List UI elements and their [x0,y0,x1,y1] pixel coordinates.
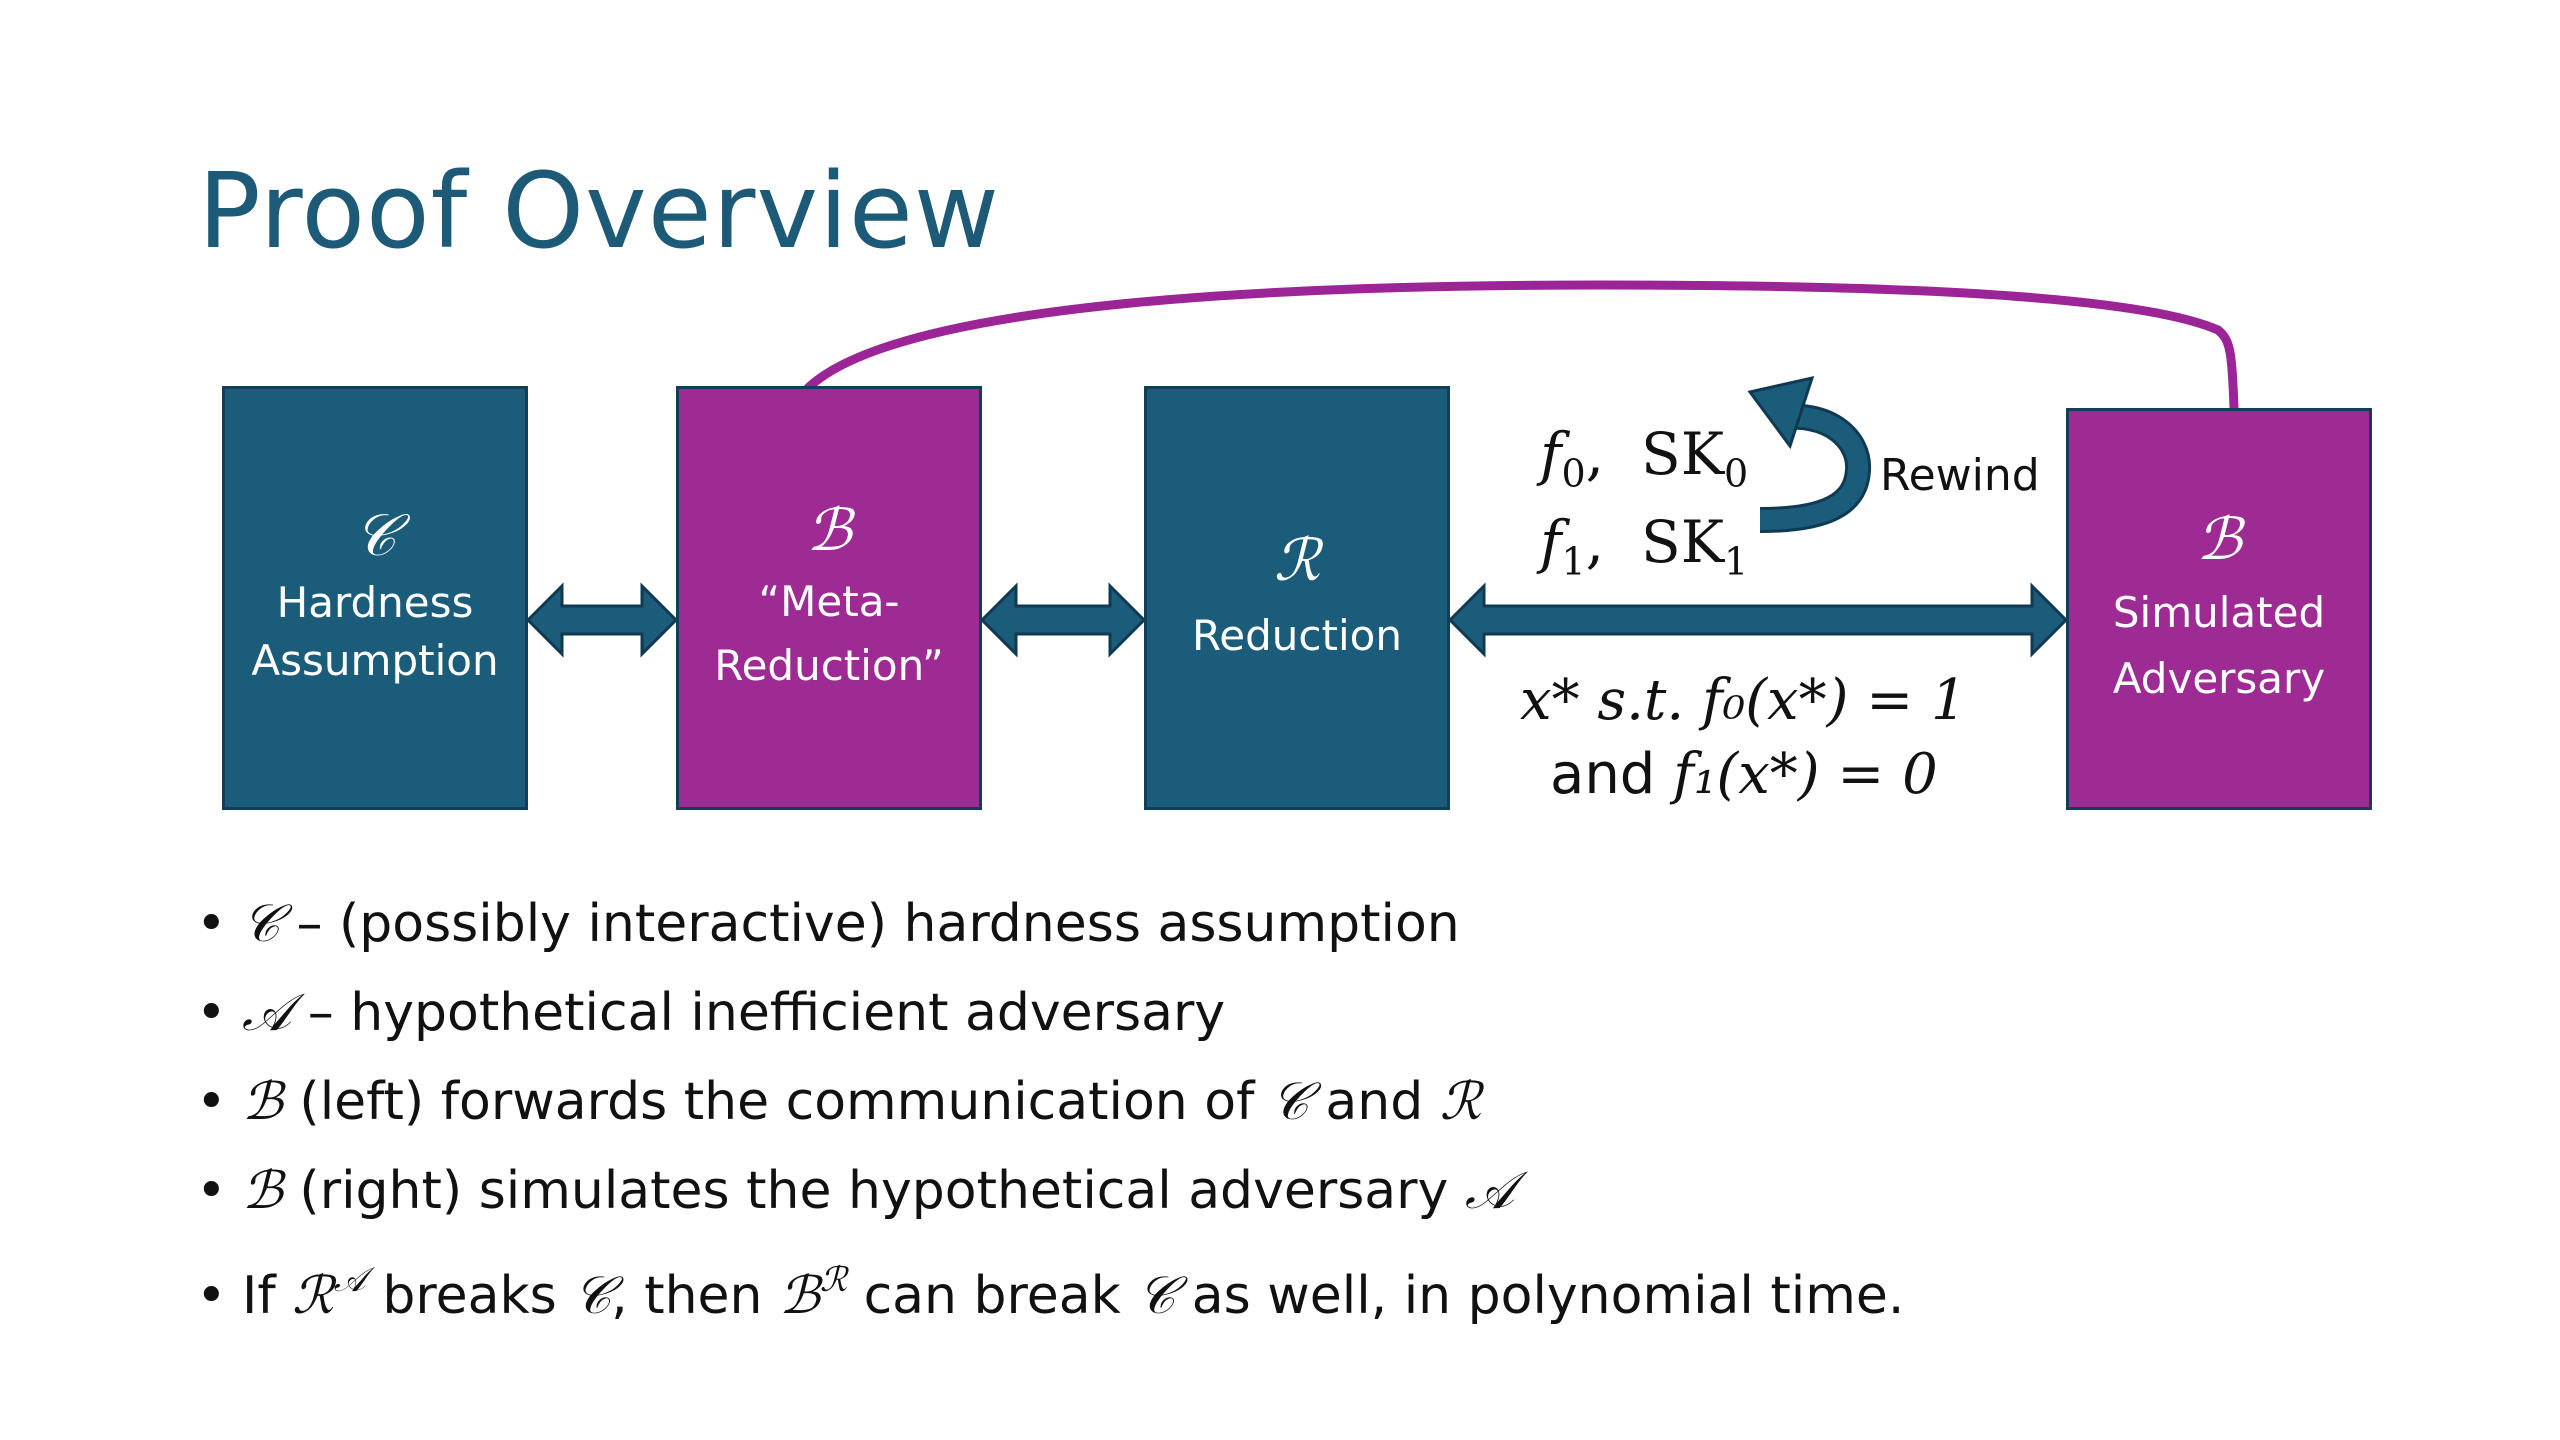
f1-sk1-label: f1, SK1 [1540,508,1749,584]
c-symbol-inline: 𝒞 [242,894,280,954]
c-symbol-inline: 𝒞 [1137,1266,1176,1326]
rewind-label: Rewind [1880,450,2040,501]
loop-arc [803,280,2239,413]
bullet-text: (right) simulates the hypothetical adver… [282,1161,1465,1221]
a-symbol-inline: 𝒜 [1464,1161,1515,1221]
bullet-item-b-left: •ℬ (left) forwards the communication of … [196,1058,1904,1147]
b-right-symbol: ℬ [2196,505,2242,573]
r-superscript: ℛ [819,1260,848,1300]
bullet-dot-icon: • [196,983,227,1043]
reduction-quote-label: Reduction” [714,641,944,690]
hardness-assumption-box: 𝒞 Hardness Assumption [222,386,528,810]
condition-line-2: and f₁(x*) = 0 [1550,742,1938,807]
bullet-text: If [242,1266,293,1326]
a-superscript: 𝒜 [333,1260,366,1300]
c-symbol: 𝒞 [353,501,397,569]
bullet-text: as well, in polynomial time. [1175,1266,1905,1326]
double-arrow-b-r [979,582,1147,658]
double-arrow-c-b [525,582,679,658]
reduction-box: ℛ Reduction [1144,386,1450,810]
reduction-label: Reduction [1192,611,1402,660]
condition-and: and [1550,742,1656,807]
sk0-subscript: 0 [1724,451,1749,496]
slide-title: Proof Overview [198,150,1000,272]
b-symbol-inline: ℬ [242,1161,283,1221]
assumption-label: Assumption [251,636,499,685]
f0-sk0-label: f0, SK0 [1540,420,1749,496]
b-symbol-inline: ℬ [242,1072,283,1132]
meta-label: “Meta- [758,577,900,626]
condition-math: f₁(x*) = 0 [1673,742,1938,807]
meta-reduction-box: ℬ “Meta- Reduction” [676,386,982,810]
a-symbol-inline: 𝒜 [242,983,292,1043]
condition-line-1: x* s.t. f₀(x*) = 1 [1520,668,1967,733]
simulated-label: Simulated [2112,588,2326,637]
bullet-text: (left) forwards the communication of [282,1072,1271,1132]
sk1-subscript: 1 [1724,539,1749,584]
r-symbol-inline: ℛ [292,1266,334,1326]
bullet-dot-icon: • [196,1161,227,1221]
b-left-symbol: ℬ [806,496,852,564]
f1-symbol: f [1540,508,1562,576]
sk1-symbol: SK [1640,508,1725,576]
adversary-label: Adversary [2112,654,2326,703]
c-symbol-inline: 𝒞 [573,1266,612,1326]
bullet-text: – hypothetical inefficient adversary [291,983,1226,1043]
f0-subscript: 0 [1561,451,1586,496]
bullet-text: breaks [365,1266,574,1326]
bullet-item-conclusion: •If ℛ𝒜 breaks 𝒞, then ℬℛ can break 𝒞 as … [196,1236,1905,1326]
r-symbol: ℛ [1273,526,1321,594]
f1-subscript: 1 [1561,539,1586,584]
b-symbol-inline: ℬ [779,1266,820,1326]
simulated-adversary-box: ℬ Simulated Adversary [2066,408,2372,810]
bullet-text: – (possibly interactive) hardness assump… [279,894,1460,954]
hardness-label: Hardness [276,578,474,627]
bullet-item-a: •𝒜 – hypothetical inefficient adversary [196,969,1904,1058]
c-symbol-inline: 𝒞 [1270,1072,1309,1132]
bullet-text: can break [847,1266,1138,1326]
bullet-dot-icon: • [196,1072,227,1132]
bullet-dot-icon: • [196,894,227,954]
bullet-text: , then [611,1266,780,1326]
bullet-text: and [1308,1072,1440,1132]
rewind-arrow-icon [1747,375,1872,533]
bullet-dot-icon: • [196,1266,227,1326]
double-arrow-r-b-right [1447,582,2069,658]
bullet-item-b-right: •ℬ (right) simulates the hypothetical ad… [196,1147,1904,1236]
sk0-symbol: SK [1640,420,1725,488]
r-symbol-inline: ℛ [1439,1072,1482,1132]
bullet-item-c: •𝒞 – (possibly interactive) hardness ass… [196,880,1904,969]
bullet-list: •𝒞 – (possibly interactive) hardness ass… [196,880,1905,1326]
f0-symbol: f [1540,420,1562,488]
